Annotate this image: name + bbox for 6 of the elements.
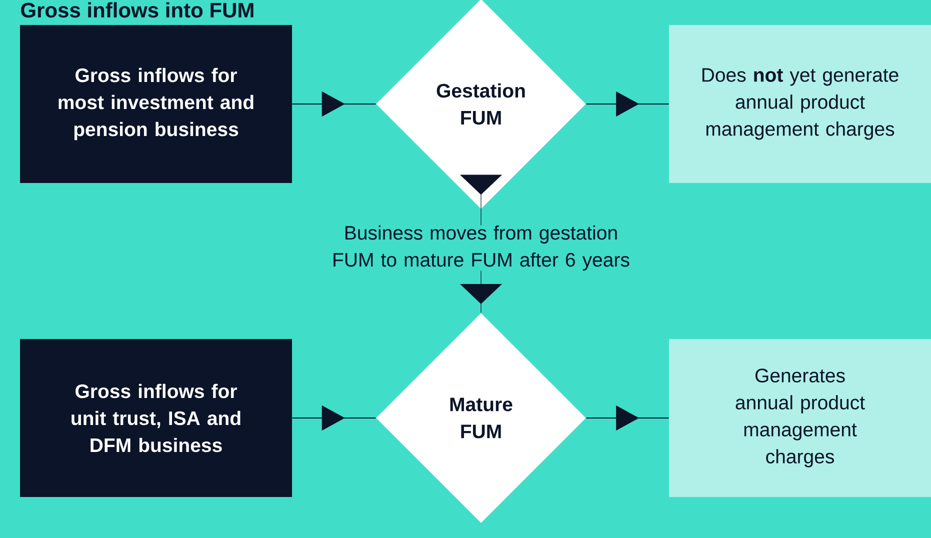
title: Gross inflows into FUM bbox=[21, 2, 254, 18]
process-box: Gross inflows for unit trust, ISA and DFM business bbox=[20, 339, 292, 497]
note-text: Business moves from gestation FUM to mature FUM after 6 years bbox=[334, 225, 630, 271]
result-box: Does not yet generate annual product management charges bbox=[669, 25, 931, 183]
result-box: Generates annual product management charges bbox=[669, 339, 931, 497]
process-box: Gross inflows for most investment and pension business bbox=[20, 25, 292, 183]
